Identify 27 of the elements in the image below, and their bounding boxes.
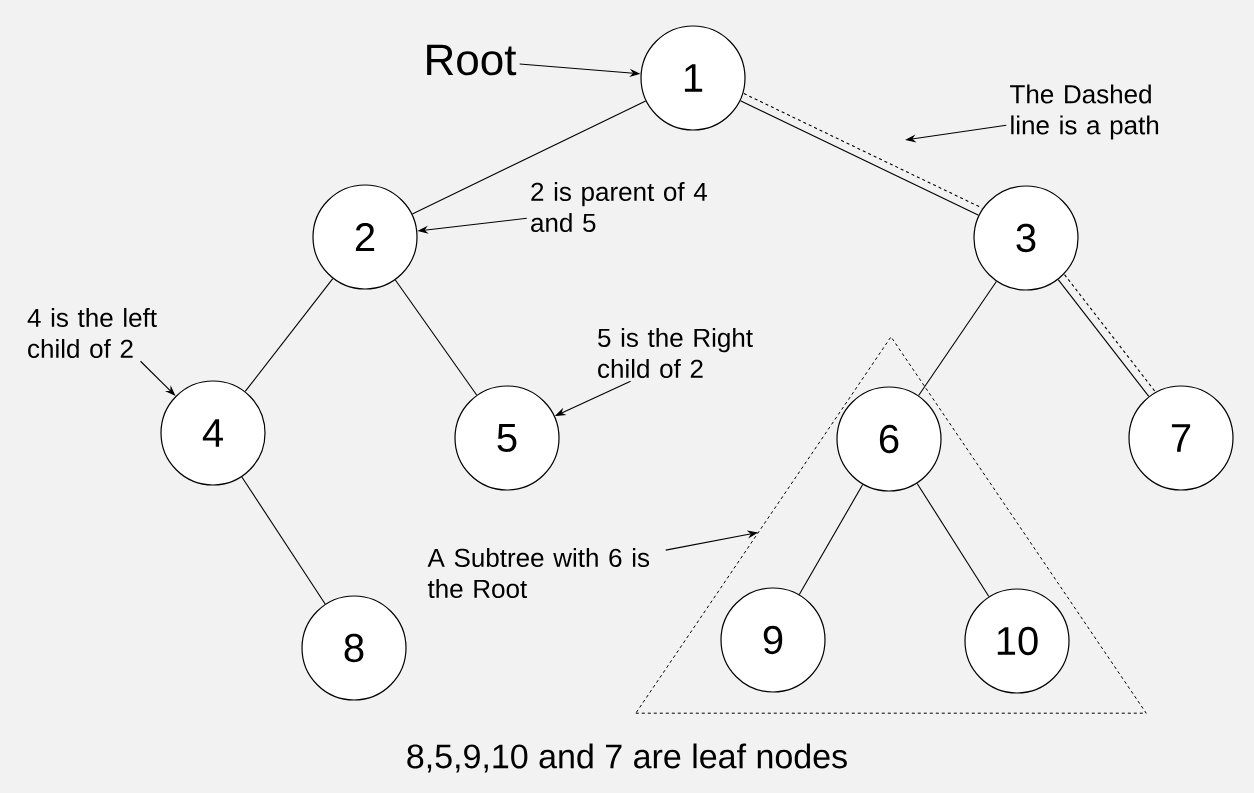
tree-edge (916, 482, 990, 598)
tree-node: 1 (640, 25, 746, 131)
annotation-text: 5 is the Right child of 2 (598, 327, 753, 379)
tree-edge (394, 279, 478, 396)
leader-arrow (140, 360, 176, 396)
tree-edge (798, 484, 864, 595)
annotation-text: 4 is the left child of 2 (27, 307, 157, 359)
tree-edge (918, 280, 997, 397)
annotation-text: A Subtree with 6 is the Root (427, 547, 650, 599)
tree-node: 6 (836, 386, 942, 492)
tree-edge (244, 278, 334, 392)
tree-node: 9 (720, 587, 826, 693)
tree-edge (1057, 279, 1150, 397)
tree-node: 3 (973, 185, 1079, 291)
annotation-text: Root (427, 44, 517, 76)
tree-edge (241, 476, 326, 605)
tree-node: 5 (454, 385, 560, 491)
caption: 8,5,9,10 and 7 are leaf nodes (407, 743, 847, 773)
annotation-text: 2 is parent of 4 and 5 (531, 181, 707, 233)
tree-edge (411, 100, 647, 215)
tree-node: 8 (301, 595, 407, 701)
tree-node: 10 (964, 588, 1070, 694)
path-line (1064, 274, 1156, 393)
annotation-text: The Dashed line is a path (1010, 84, 1159, 140)
tree-node: 7 (1128, 385, 1234, 491)
tree-node: 4 (160, 380, 266, 486)
tree-node: 2 (312, 184, 418, 290)
